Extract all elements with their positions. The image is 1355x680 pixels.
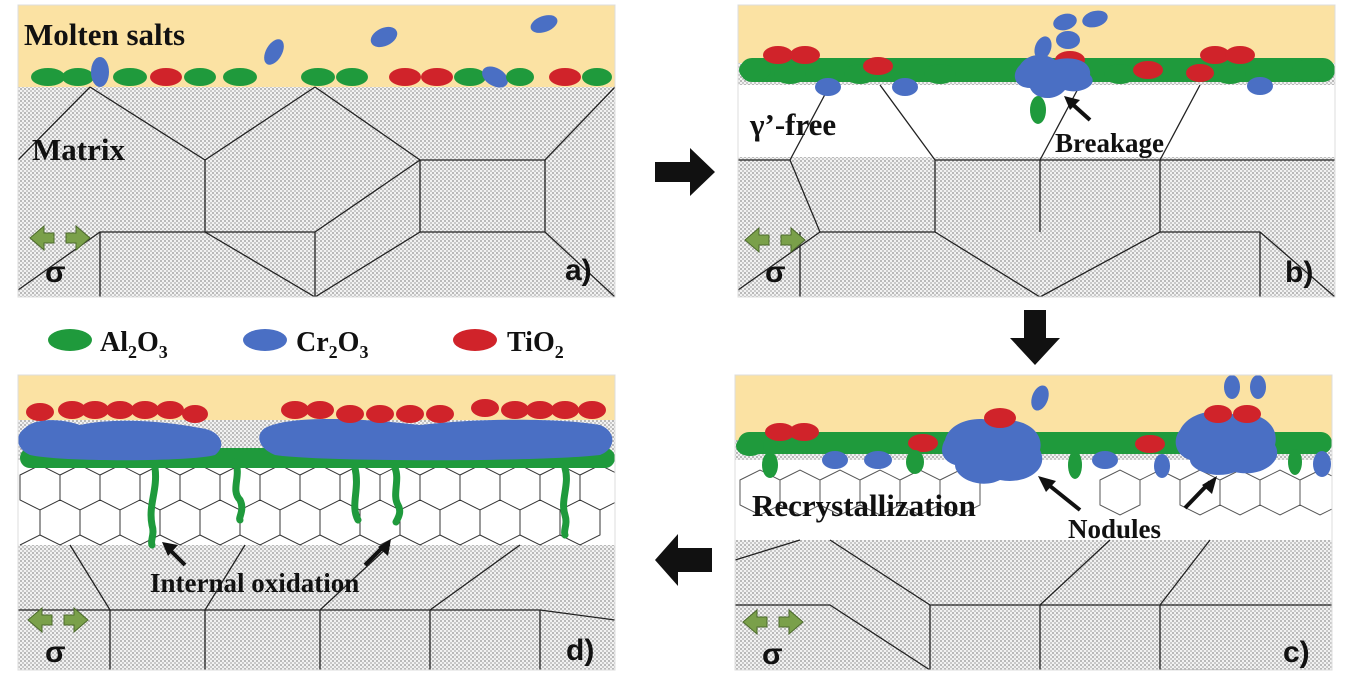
panel-d: Internal oxidation σ d) [18, 375, 615, 670]
recrystallization-label: Recrystallization [752, 488, 976, 523]
legend-item-titania: TiO2 [453, 327, 564, 362]
oxide-scale-b [739, 10, 1335, 124]
fine-grains [739, 469, 1332, 516]
svg-text:TiO2: TiO2 [507, 327, 564, 362]
breakage-arrow [1064, 96, 1092, 122]
oxide-particles-a [31, 15, 612, 88]
stress-arrows-b [744, 226, 806, 254]
stress-arrows-c [742, 608, 804, 636]
oxide-scale-d [18, 399, 615, 468]
alumina-swatch [48, 329, 92, 351]
grain-boundaries [18, 86, 615, 297]
stress-label: σ [762, 638, 783, 671]
legend-item-chromia: Cr2O3 [243, 327, 368, 362]
fine-grains [19, 464, 615, 546]
process-arrows [655, 148, 1060, 586]
panel-b: γ’-free Breakage σ b) [738, 5, 1335, 297]
legend-item-alumina: Al2O3 [48, 327, 168, 362]
arrow-c-to-d [655, 534, 712, 586]
panel-letter: d) [566, 634, 594, 667]
panel-letter: b) [1285, 256, 1313, 289]
legend-label: TiO [507, 327, 555, 358]
matrix-label: Matrix [32, 132, 125, 167]
titania-swatch [453, 329, 497, 351]
internal-oxidation-label: Internal oxidation [150, 568, 359, 598]
svg-text:Al2O3: Al2O3 [100, 327, 168, 362]
arrow-b-to-c [1010, 310, 1060, 365]
internal-oxidation-paths [147, 458, 570, 549]
gamma-free-label: γ’-free [749, 107, 836, 142]
molten-salts-label: Molten salts [24, 17, 185, 52]
grain-boundaries [738, 84, 1335, 297]
legend-label: Cr [296, 327, 329, 358]
internal-oxidation-arrows [162, 539, 391, 567]
legend: Al2O3 Cr2O3 TiO2 [48, 327, 564, 362]
stress-arrows-d [27, 606, 89, 634]
panel-letter: c) [1283, 636, 1310, 669]
legend-label: Al [100, 327, 128, 358]
breakage-label: Breakage [1055, 128, 1164, 158]
grain-boundaries [735, 539, 1332, 670]
arrow-a-to-b [655, 148, 715, 196]
oxide-scale-c [736, 375, 1332, 484]
stress-label: σ [765, 256, 786, 289]
panel-a: Molten salts Matrix σ a) [18, 5, 615, 297]
nodules-label: Nodules [1068, 514, 1161, 544]
panel-letter: a) [565, 254, 592, 287]
chromia-swatch [243, 329, 287, 351]
stress-label: σ [45, 636, 66, 669]
panel-c: Recrystallization Nodules σ c) [735, 375, 1332, 671]
recrystallized-zone [18, 460, 615, 545]
grain-boundaries [18, 544, 615, 670]
stress-arrows-a [29, 224, 91, 252]
stress-label: σ [45, 256, 66, 289]
nodule-arrows [1038, 476, 1217, 512]
svg-text:Cr2O3: Cr2O3 [296, 327, 368, 362]
panel-frames [17, 4, 1336, 671]
